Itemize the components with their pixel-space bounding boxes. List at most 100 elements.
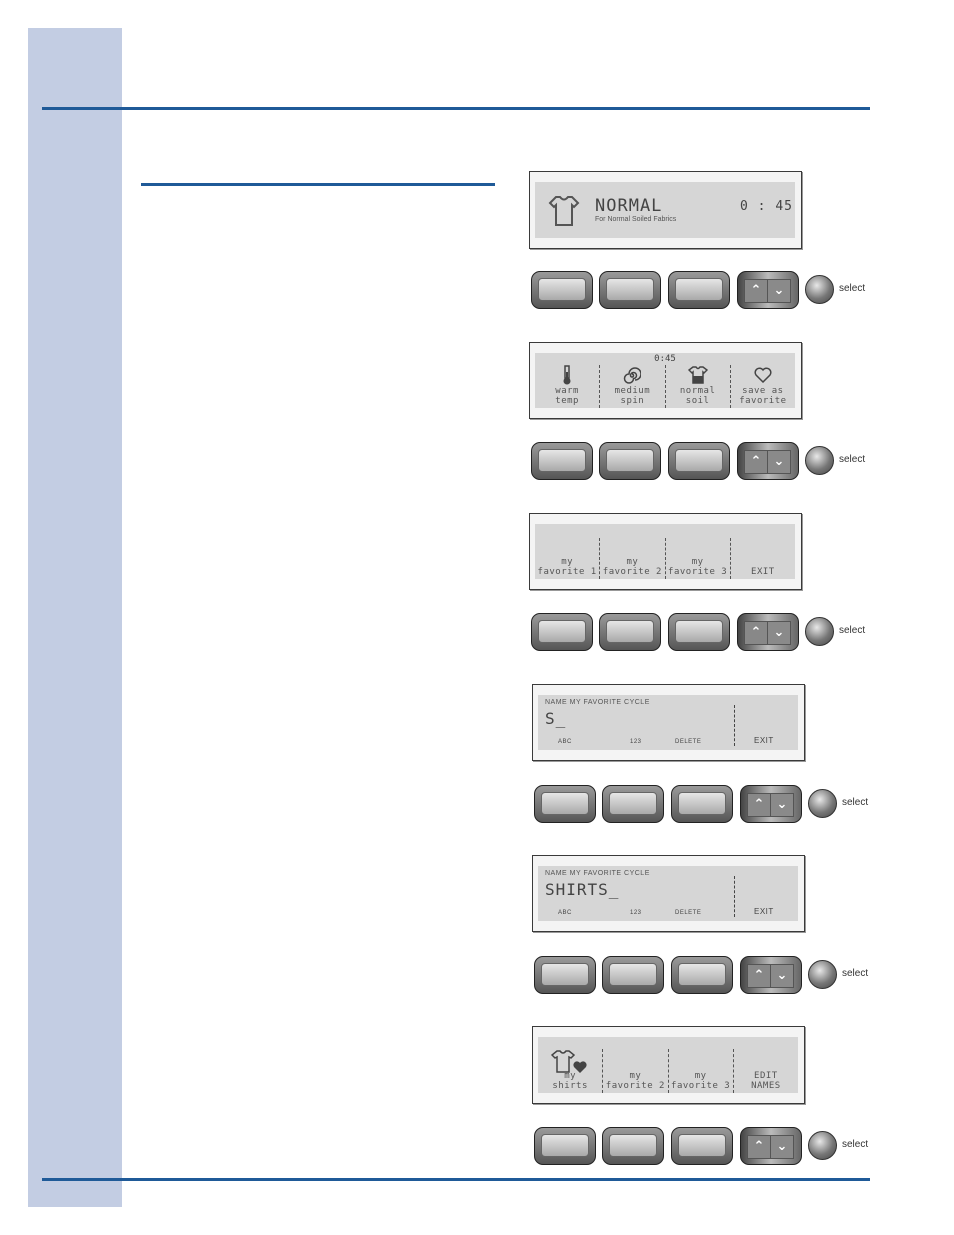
select-knob[interactable] (808, 789, 837, 818)
up-arrow-button[interactable]: ⌃ (747, 964, 771, 988)
softkey-123-label: 123 (630, 910, 642, 916)
edit-names[interactable]: EDIT NAMES (734, 1049, 798, 1093)
arrow-buttons: ⌃ ⌄ (740, 785, 802, 823)
lcd-name-entry-2: NAME MY FAVORITE CYCLE SHIRTS_ ABC 123 D… (532, 855, 805, 932)
exit-label: EXIT (751, 567, 775, 577)
select-label: select (842, 1139, 869, 1150)
select-knob[interactable] (805, 617, 834, 646)
name-entry-text: S_ (545, 709, 567, 728)
softkey-3-button[interactable] (671, 785, 733, 823)
section-rule (141, 183, 495, 186)
arrow-buttons: ⌃ ⌄ (737, 442, 799, 480)
softkey-delete-label: DELETE (675, 739, 702, 745)
option-soil-label: normal soil (679, 386, 716, 406)
up-arrow-button[interactable]: ⌃ (744, 621, 768, 645)
favorite-my-shirts-label: my shirts (552, 1071, 588, 1091)
name-entry-text: SHIRTS_ (545, 880, 620, 899)
option-save-favorite-label: save as favorite (739, 386, 787, 406)
down-arrow-button[interactable]: ⌄ (770, 964, 794, 988)
down-arrow-button[interactable]: ⌄ (770, 1135, 794, 1159)
select-knob[interactable] (805, 446, 834, 475)
softkey-3-button[interactable] (671, 1127, 733, 1165)
softkey-2-button[interactable] (602, 956, 664, 994)
lcd-name-entry-1: NAME MY FAVORITE CYCLE S_ ABC 123 DELETE… (532, 684, 805, 761)
softkey-2-button[interactable] (599, 442, 661, 480)
softkey-1-button[interactable] (531, 271, 593, 309)
favorite-1-label: my favorite 1 (537, 557, 597, 577)
select-knob[interactable] (808, 1131, 837, 1160)
down-arrow-button[interactable]: ⌄ (767, 279, 791, 303)
up-arrow-button[interactable]: ⌃ (747, 793, 771, 817)
softkey-1-button[interactable] (534, 785, 596, 823)
down-arrow-button[interactable]: ⌄ (767, 621, 791, 645)
select-label: select (839, 625, 866, 636)
softkey-1-button[interactable] (534, 956, 596, 994)
option-temp[interactable]: warm temp (535, 365, 601, 408)
arrow-buttons: ⌃ ⌄ (737, 613, 799, 651)
exit-divider (734, 876, 735, 917)
softkey-delete-label: DELETE (675, 910, 702, 916)
softkey-2-button[interactable] (599, 613, 661, 651)
favorite-my-shirts[interactable]: my shirts (538, 1049, 604, 1093)
exit-label: EXIT (754, 907, 774, 916)
select-knob[interactable] (805, 275, 834, 304)
shirt-icon (548, 196, 580, 226)
arrow-buttons: ⌃ ⌄ (740, 1127, 802, 1165)
heart-icon (754, 367, 772, 383)
sidebar-band (28, 28, 122, 1207)
softkey-2-button[interactable] (599, 271, 661, 309)
select-label: select (839, 283, 866, 294)
favorite-2[interactable]: my favorite 2 (600, 538, 666, 579)
favorite-3-label: my favorite 3 (671, 1071, 731, 1091)
select-label: select (842, 797, 869, 808)
softkey-abc-label: ABC (558, 739, 572, 745)
favorite-1[interactable]: my favorite 1 (535, 538, 601, 579)
arrow-buttons: ⌃ ⌄ (740, 956, 802, 994)
softkey-1-button[interactable] (531, 442, 593, 480)
up-arrow-button[interactable]: ⌃ (747, 1135, 771, 1159)
favorite-2-label: my favorite 2 (605, 1071, 665, 1091)
thermometer-icon (563, 365, 571, 385)
softkey-3-button[interactable] (668, 442, 730, 480)
shirt-heart-icon (551, 1050, 587, 1073)
lcd-saved-favorites: my shirts my favorite 2 my favorite 3 ED… (532, 1026, 805, 1104)
cycle-description: For Normal Soiled Fabrics (595, 216, 677, 223)
cycle-name: NORMAL (595, 196, 663, 216)
arrow-buttons: ⌃ ⌄ (737, 271, 799, 309)
exit[interactable]: EXIT (731, 538, 795, 579)
softkey-3-button[interactable] (668, 613, 730, 651)
option-soil[interactable]: normal soil (666, 365, 731, 408)
softkey-1-button[interactable] (531, 613, 593, 651)
exit-label: EXIT (754, 736, 774, 745)
favorite-3[interactable]: my favorite 3 (669, 1049, 734, 1093)
softkey-1-button[interactable] (534, 1127, 596, 1165)
lcd-favorites: my favorite 1 my favorite 2 my favorite … (529, 513, 802, 590)
option-spin-label: medium spin (614, 386, 651, 406)
down-arrow-button[interactable]: ⌄ (770, 793, 794, 817)
edit-names-label: EDIT NAMES (751, 1071, 781, 1091)
up-arrow-button[interactable]: ⌃ (744, 450, 768, 474)
down-arrow-button[interactable]: ⌄ (767, 450, 791, 474)
name-prompt: NAME MY FAVORITE CYCLE (545, 870, 650, 877)
softkey-3-button[interactable] (671, 956, 733, 994)
softkey-123-label: 123 (630, 739, 642, 745)
cycle-time: 0 : 45 (740, 199, 793, 214)
lcd-cycle-options: 0:45 warm temp medium spin normal soil s… (529, 342, 802, 419)
shirt-icon (687, 366, 708, 384)
favorite-3[interactable]: my favorite 3 (666, 538, 731, 579)
favorite-2-label: my favorite 2 (602, 557, 662, 577)
softkey-2-button[interactable] (602, 1127, 664, 1165)
footer-rule (42, 1178, 870, 1181)
favorite-3-label: my favorite 3 (668, 557, 728, 577)
header-rule (42, 107, 870, 110)
option-spin[interactable]: medium spin (600, 365, 666, 408)
spiral-icon (624, 367, 642, 384)
option-temp-label: warm temp (555, 386, 579, 406)
select-knob[interactable] (808, 960, 837, 989)
softkey-3-button[interactable] (668, 271, 730, 309)
option-save-favorite[interactable]: save as favorite (731, 365, 795, 408)
favorite-2[interactable]: my favorite 2 (603, 1049, 669, 1093)
up-arrow-button[interactable]: ⌃ (744, 279, 768, 303)
select-label: select (842, 968, 869, 979)
softkey-2-button[interactable] (602, 785, 664, 823)
